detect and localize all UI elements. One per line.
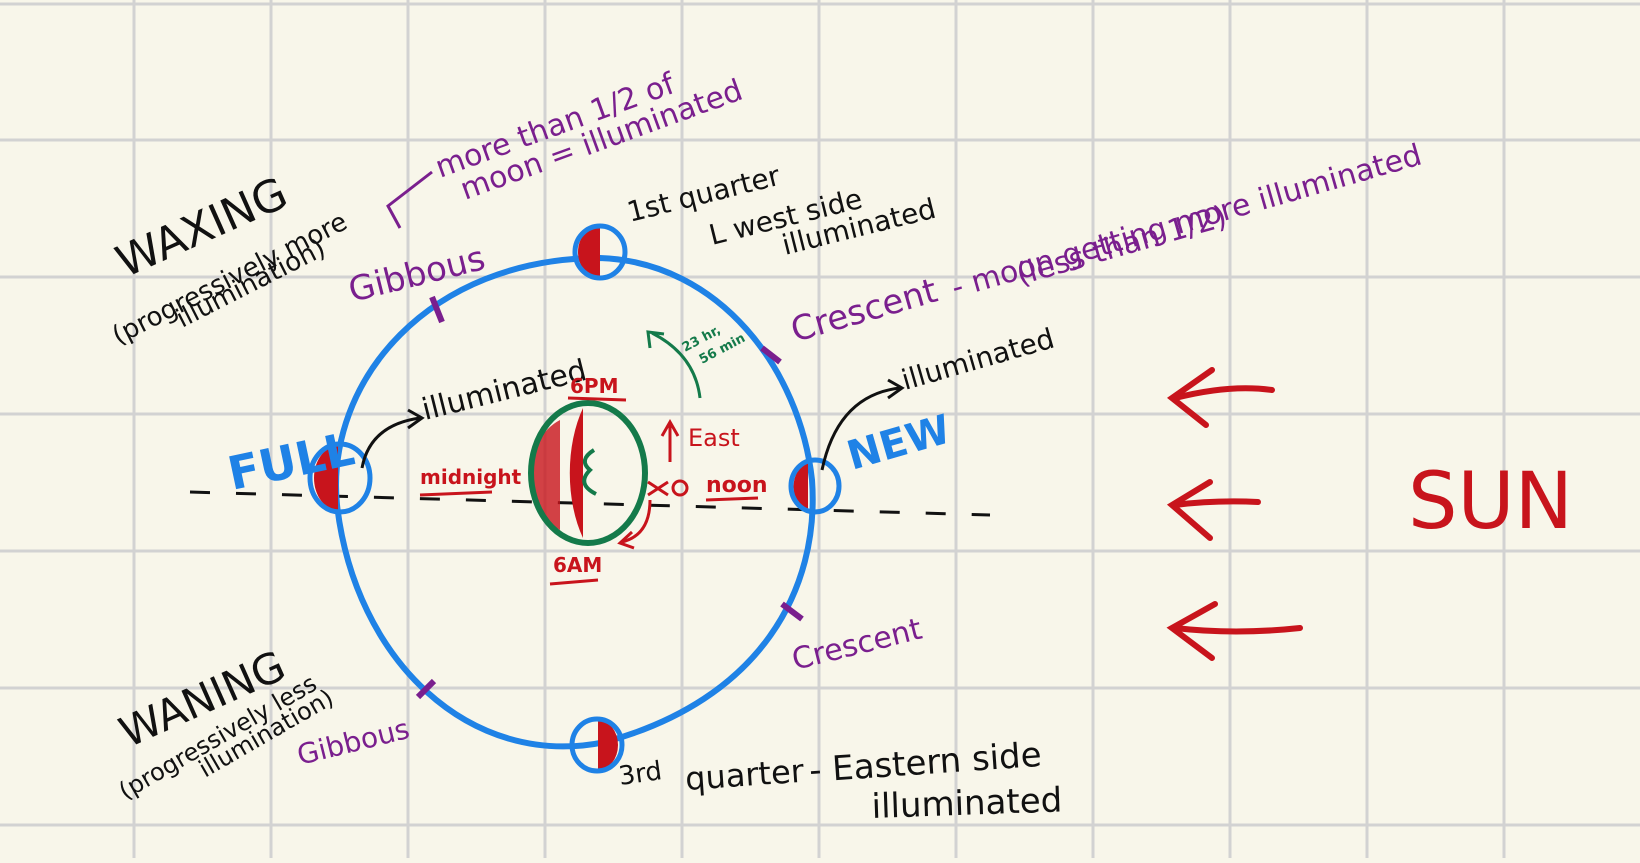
moon-new [788,457,842,515]
sunlight-arrows [1166,367,1303,661]
tick-crescent-top [760,345,782,365]
arrow-new-illuminated [820,386,901,471]
gibbous-top-label: Gibbous [345,238,490,310]
rotation-arrow-bottom [621,499,652,544]
gibbous-bracket [386,170,433,229]
new-label: NEW [842,406,956,479]
label-6am: 6AM [553,553,602,577]
earth [528,400,648,546]
tick-gibbous-bottom [415,678,437,700]
arrow-full-illuminated [360,416,421,469]
sun-earth-axis [189,490,991,517]
third-quarter-note2: illuminated [871,780,1063,827]
label-east: East [688,424,740,452]
moon-full [307,441,373,515]
third-quarter-label2: quarter [684,752,806,798]
rotation-period-arrow [651,331,702,399]
crescent-bottom-label: Crescent [788,612,925,678]
label-6pm: 6PM [570,374,618,398]
illuminated-left: illuminated [418,353,590,428]
label-noon: noon [706,473,768,498]
noon-marker [647,480,669,497]
illuminated-right: illuminated [898,322,1058,397]
tick-gibbous-top [429,295,445,324]
third-quarter-label: 3rd [617,756,664,792]
tick-crescent-bottom [780,601,804,622]
sun-label: SUN [1408,457,1573,547]
moon-orbit [333,254,816,750]
label-midnight: midnight [420,465,522,489]
moon-first-quarter [572,223,628,281]
moon-third-quarter [569,716,625,774]
crescent-top-label: Crescent [786,271,941,351]
